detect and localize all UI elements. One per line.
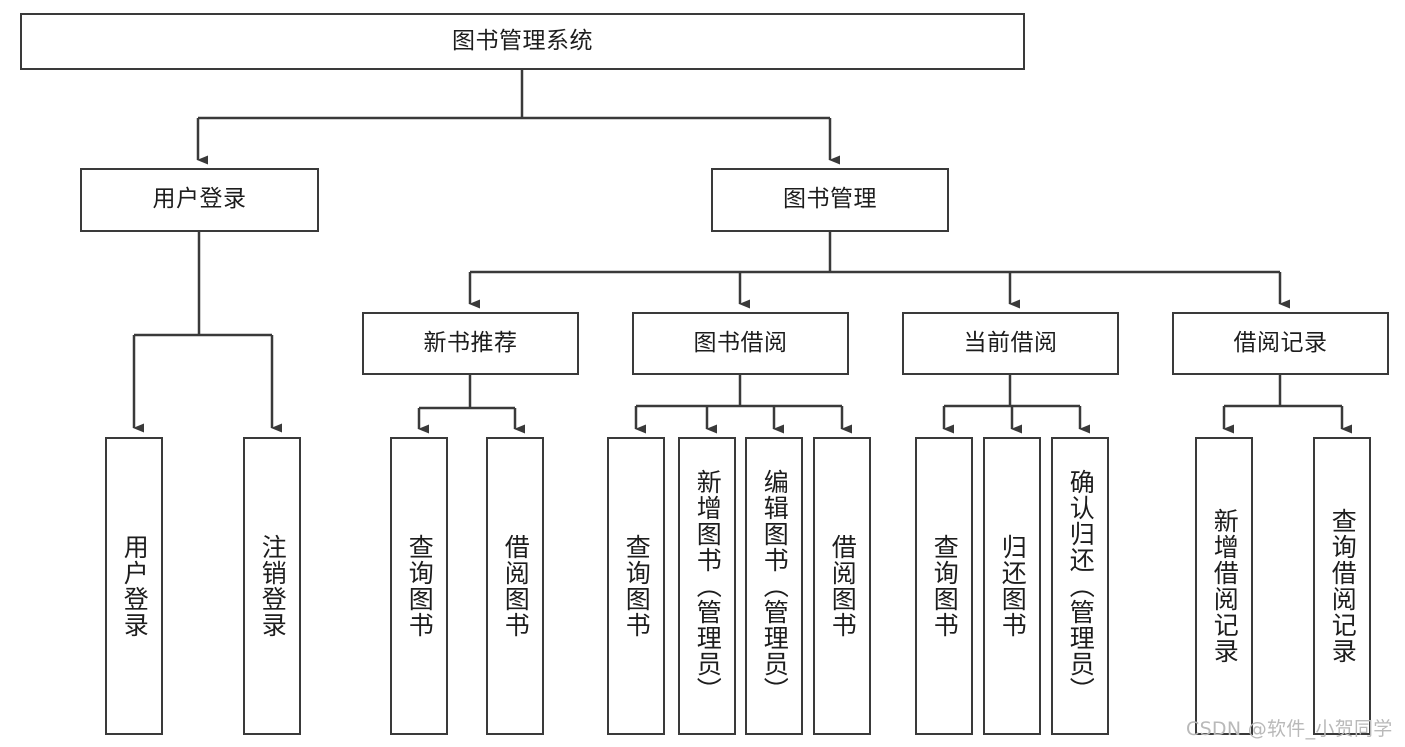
node-label: 借阅图书	[501, 534, 531, 638]
node-label: 查询图书	[930, 534, 960, 638]
node-label: 新增图书（管理员）	[693, 469, 723, 703]
leaf-query-books-current[interactable]: 查询图书	[915, 437, 973, 735]
node-label: 新增借阅记录	[1210, 508, 1240, 664]
leaf-user-login[interactable]: 用户登录	[105, 437, 163, 735]
leaf-add-borrow-record[interactable]: 新增借阅记录	[1195, 437, 1253, 735]
leaf-return-books[interactable]: 归还图书	[983, 437, 1041, 735]
node-label: 借阅记录	[1233, 329, 1328, 356]
node-book-borrowing[interactable]: 图书借阅	[632, 312, 849, 375]
leaf-confirm-return-admin[interactable]: 确认归还（管理员）	[1051, 437, 1109, 735]
node-new-book-recommendation[interactable]: 新书推荐	[362, 312, 579, 375]
node-label: 注销登录	[258, 534, 288, 638]
node-user-login[interactable]: 用户登录	[80, 168, 319, 232]
node-label: 图书管理	[783, 186, 877, 213]
leaf-logout[interactable]: 注销登录	[243, 437, 301, 735]
node-label: 编辑图书（管理员）	[760, 469, 790, 703]
leaf-borrow-books[interactable]: 借阅图书	[813, 437, 871, 735]
node-book-management[interactable]: 图书管理	[711, 168, 949, 232]
leaf-borrow-books-recommendation[interactable]: 借阅图书	[486, 437, 544, 735]
node-label: 新书推荐	[423, 329, 518, 356]
node-label: 用户登录	[120, 534, 150, 638]
node-label: 图书管理系统	[452, 27, 593, 54]
node-label: 查询图书	[405, 534, 435, 638]
node-label: 图书借阅	[693, 329, 788, 356]
node-label: 归还图书	[998, 534, 1028, 638]
node-label: 确认归还（管理员）	[1066, 469, 1096, 703]
node-label: 查询借阅记录	[1328, 508, 1358, 664]
leaf-query-books-recommendation[interactable]: 查询图书	[390, 437, 448, 735]
leaf-add-book-admin[interactable]: 新增图书（管理员）	[678, 437, 736, 735]
node-borrowing-record[interactable]: 借阅记录	[1172, 312, 1389, 375]
leaf-query-books-borrowing[interactable]: 查询图书	[607, 437, 665, 735]
node-label: 借阅图书	[828, 534, 858, 638]
node-root-book-management-system[interactable]: 图书管理系统	[20, 13, 1025, 70]
leaf-edit-book-admin[interactable]: 编辑图书（管理员）	[745, 437, 803, 735]
leaf-query-borrow-record[interactable]: 查询借阅记录	[1313, 437, 1371, 735]
node-label: 查询图书	[622, 534, 652, 638]
csdn-watermark: CSDN @软件_小贺同学	[1186, 718, 1393, 740]
node-current-borrowing[interactable]: 当前借阅	[902, 312, 1119, 375]
node-label: 当前借阅	[963, 329, 1058, 356]
node-label: 用户登录	[152, 186, 247, 213]
